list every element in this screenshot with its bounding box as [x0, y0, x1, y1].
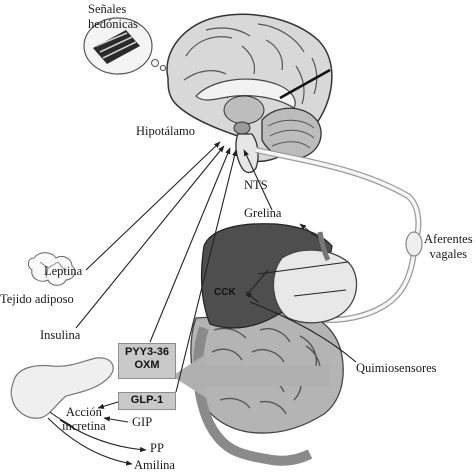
vagal-afferents-label: Aferentes vagales [424, 232, 473, 262]
glp1-incretin-arrow [97, 401, 119, 409]
ghrelin-source-line [299, 223, 319, 239]
chemosensor-line [249, 301, 357, 363]
ghrelin-label: Grelina [244, 206, 282, 220]
nts-label: NTS [244, 178, 268, 192]
stomach-line-2 [293, 289, 347, 297]
incretin-line2: incretina [62, 419, 106, 433]
pancreas-incretin-line [49, 411, 75, 429]
gut-signal-arrow [172, 354, 330, 398]
adipose-tissue-label: Tejido adiposo [0, 292, 74, 306]
ghrelin-arrow [243, 149, 273, 211]
leptin-label: Leptina [44, 264, 83, 278]
leptin-arrow [85, 141, 221, 271]
adipose-tissue-sketch [27, 252, 76, 286]
cck-label: CCK [214, 287, 236, 298]
pancreas-illustration [10, 357, 114, 419]
hedonic-signals-label: Señales hedónicas [88, 2, 138, 32]
gip-arrow [103, 416, 129, 423]
insulin-label: Insulina [40, 328, 81, 342]
cck-arrow [245, 291, 259, 303]
chemosensors-label: Quimiosensores [356, 361, 437, 375]
pyy-arrow [149, 147, 231, 343]
amylin-label: Amilina [134, 458, 175, 472]
cake-icon [93, 30, 140, 64]
pyy-label: PYY3-36 [124, 346, 170, 358]
incretin-action-label: Acción incretina [62, 405, 106, 433]
amylin-arrow [47, 417, 133, 466]
hedonic-label-line1: Señales [88, 2, 127, 16]
gip-label: GIP [132, 415, 153, 429]
pp-label: PP [150, 441, 164, 455]
vagal-label-line2: vagales [429, 247, 468, 261]
insulin-arrow [75, 145, 225, 329]
hedonic-label-line2: hedónicas [88, 17, 138, 31]
incretin-line1: Acción [65, 405, 102, 419]
vagal-label-line1: Aferentes [424, 232, 473, 246]
glp1-arrow [175, 149, 238, 393]
pyy-oxm-box: PYY3-36 OXM [118, 343, 176, 379]
hypothalamus-label: Hipotálamo [136, 124, 196, 138]
vagal-ganglion [405, 231, 423, 257]
hedonic-thought-bubble [83, 17, 173, 75]
pp-arrow [59, 419, 147, 453]
brain-illustration [166, 13, 333, 174]
glp1-label: GLP-1 [130, 394, 164, 406]
stomach-line-1 [257, 261, 349, 275]
glp1-box: GLP-1 [118, 392, 176, 410]
digestive-tract-illustration [190, 223, 358, 466]
oxm-label: OXM [134, 359, 160, 371]
